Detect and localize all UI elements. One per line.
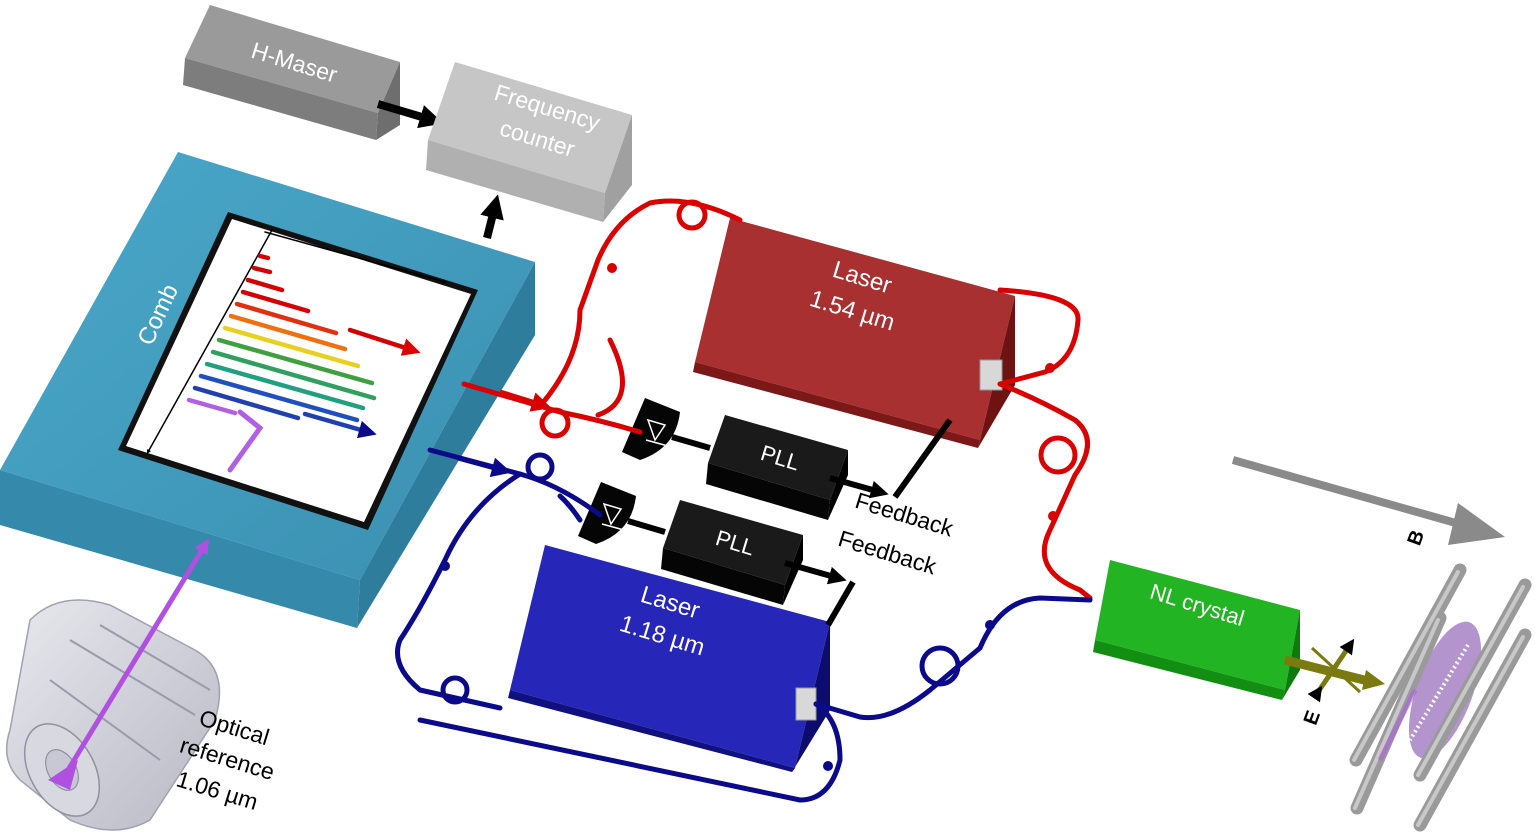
red-laser-output-port [979,359,1003,391]
comb-box: Comb [0,152,535,628]
blue-fiber-path [395,447,1093,803]
laser-blue-box: Laser 1.18 µm [508,545,830,772]
red-fiber-path [461,198,1093,601]
reference-beam-arrow [62,538,209,777]
frequency-counter-box: Frequency counter [426,62,632,222]
comb-red-output-arrow [499,389,552,412]
comb-to-counter-arrow [480,194,504,239]
blue-fiber-markers [440,561,995,771]
blue-laser-output-port [795,687,817,721]
red-fiber-markers [607,263,1058,521]
pll-top-box: PLL [706,415,848,520]
optical-reference-cavity [5,538,221,831]
ion-trap [1349,563,1532,832]
ion-chain [1408,643,1470,742]
comb-spectrum [146,229,448,473]
nl-crystal-box: NL crystal [1093,560,1300,700]
photodiode-icon [578,482,636,544]
b-field-label: B [1404,527,1430,548]
photodiode-icon [622,398,680,460]
e-field-label: E [1300,708,1325,728]
comb-blue-output-arrow [457,455,512,478]
pll-signal-lines [627,418,953,627]
e-field-cross [1310,646,1362,694]
laser-red-box: Laser 1.54 µm [693,218,1015,448]
hmaser-box: H-Maser [183,5,400,140]
b-field-arrow: B [1231,456,1505,549]
pll-bottom-box: PLL [661,500,803,605]
maser-to-counter-arrow [376,100,444,129]
